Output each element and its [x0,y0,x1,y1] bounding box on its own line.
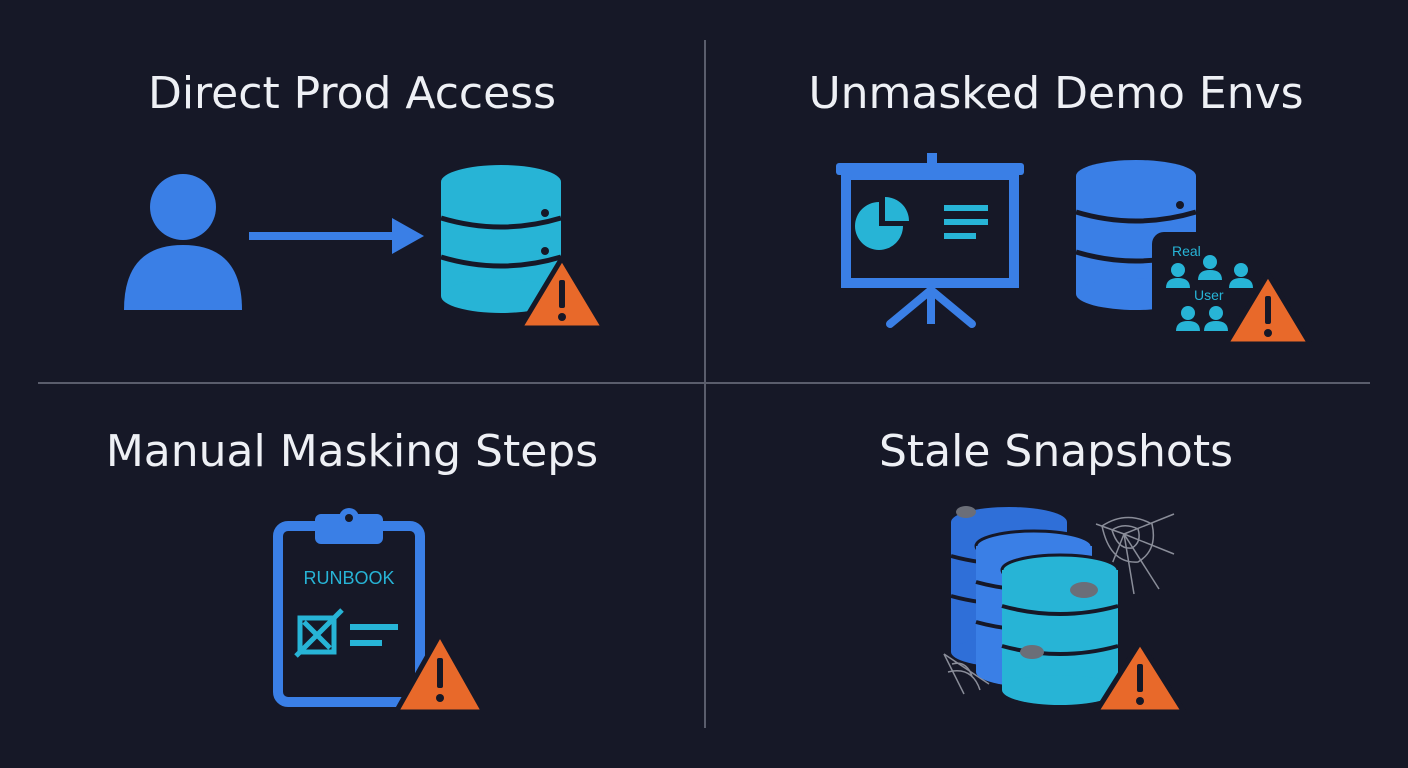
panel-title: Unmasked Demo Envs [808,68,1304,119]
stacked-databases-icon [950,506,1120,705]
database-icon [440,165,562,313]
panel-stale-snapshots: Stale Snapshots [704,384,1408,768]
runbook-label: RUNBOOK [303,568,394,588]
panel-unmasked-demo-envs: Unmasked Demo Envs [704,0,1408,384]
arrow-right-icon [249,218,424,254]
panel-title: Stale Snapshots [878,426,1234,477]
horizontal-divider [38,382,1370,384]
warning-icon [1223,271,1313,347]
panel-manual-masking-steps: Manual Masking Steps RUNBOOK [0,384,704,768]
warning-icon [517,255,607,331]
real-label: Real [1172,243,1201,259]
panel-title: Direct Prod Access [147,68,557,119]
user-label: User [1194,287,1224,303]
vertical-divider [704,40,706,728]
warning-icon [393,631,487,715]
panel-direct-prod-access: Direct Prod Access [0,0,704,384]
panel-title: Manual Masking Steps [105,426,599,477]
clipboard-icon: RUNBOOK [273,508,425,707]
presentation-board-icon [836,153,1024,328]
users-group-icon: Real User [1152,232,1260,342]
unchecked-box-icon [294,608,398,658]
warning-icon [1093,639,1187,715]
user-icon [124,174,242,310]
